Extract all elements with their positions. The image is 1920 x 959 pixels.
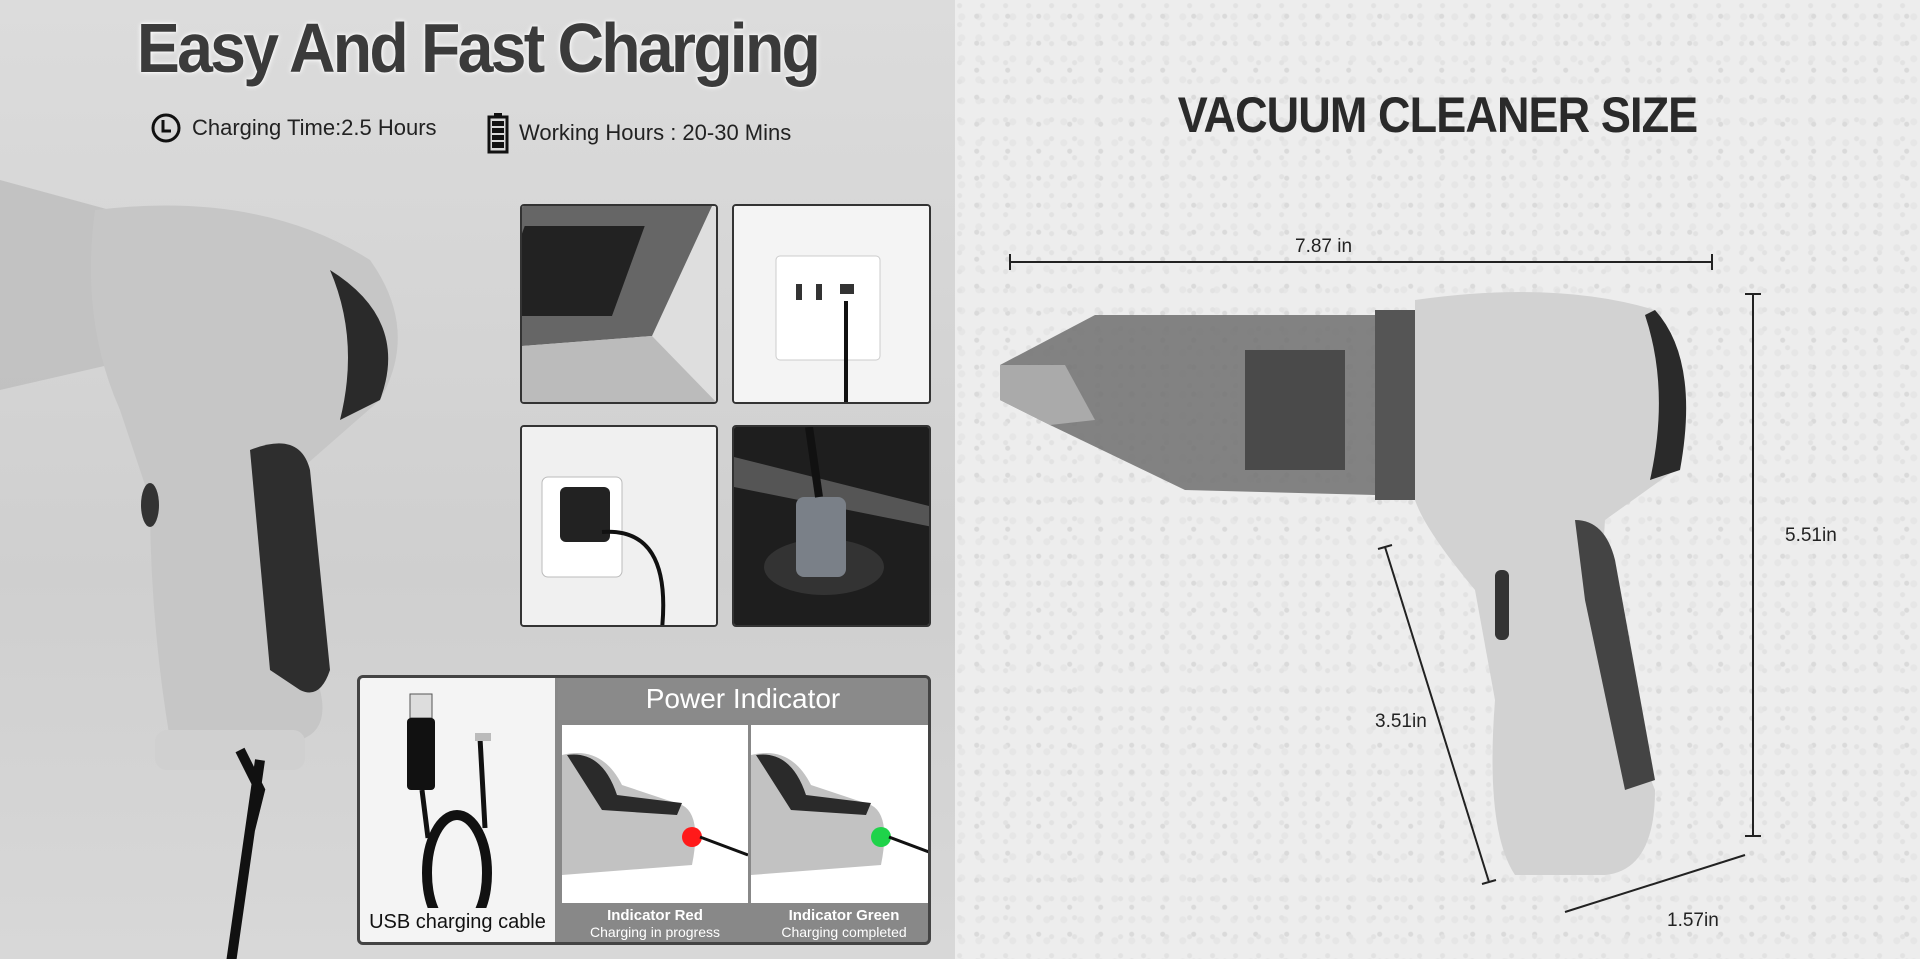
wall-adapter-image [522, 427, 716, 625]
red-led-icon [682, 827, 702, 847]
charging-time-spec: Charging Time:2.5 Hours [150, 112, 437, 144]
vacuum-size-diagram [1000, 254, 1761, 913]
charging-time-text: Charging Time:2.5 Hours [192, 115, 437, 140]
length-dimension-line [1009, 254, 1713, 270]
size-panel: VACUUM CLEANER SIZE 7.87 in 5.51in 3.51i… [955, 0, 1920, 959]
handle-dimension-line [1377, 544, 1497, 885]
height-label: 5.51in [1785, 525, 1837, 546]
green-led-icon [871, 827, 891, 847]
car-charger-thumbnail [732, 425, 931, 627]
size-title: VACUUM CLEANER SIZE [1177, 87, 1698, 143]
usb-cable-panel: USB charging cable [360, 678, 555, 942]
working-hours-spec: Working Hours : 20-30 Mins [487, 112, 791, 154]
charging-title: Easy And Fast Charging [136, 9, 821, 87]
wall-socket-thumbnail [732, 204, 931, 404]
working-hours-text: Working Hours : 20-30 Mins [519, 120, 792, 145]
wall-adapter-thumbnail [520, 425, 718, 627]
power-indicator-box: USB charging cable Power Indicator Indic… [357, 675, 931, 945]
base-label: 1.57in [1667, 910, 1719, 931]
battery-icon [487, 113, 509, 154]
laptop-charging-thumbnail [520, 204, 718, 404]
clock-icon [151, 113, 181, 143]
indicator-red-image [562, 725, 749, 903]
indicator-red-title: Indicator Red [607, 907, 703, 924]
power-indicator-heading: Power Indicator [558, 678, 928, 720]
base-dimension-line [1564, 854, 1746, 913]
length-label: 7.87 in [1295, 236, 1353, 257]
car-charger-image [734, 427, 929, 625]
indicator-green-desc: Charging completed [781, 924, 907, 940]
indicator-green-image [751, 725, 928, 903]
laptop-image [522, 206, 716, 402]
indicator-red-desc: Charging in progress [590, 924, 720, 940]
usb-cable-label: USB charging cable [369, 911, 546, 933]
usb-cable-image [407, 693, 492, 936]
vacuum-product-image [0, 180, 398, 959]
charging-panel: Easy And Fast Charging Charging Time:2.5… [0, 0, 955, 959]
handle-label: 3.51in [1375, 711, 1427, 732]
indicator-green-title: Indicator Green [788, 907, 900, 924]
wall-socket-image [734, 206, 929, 402]
height-dimension-line [1745, 293, 1761, 837]
